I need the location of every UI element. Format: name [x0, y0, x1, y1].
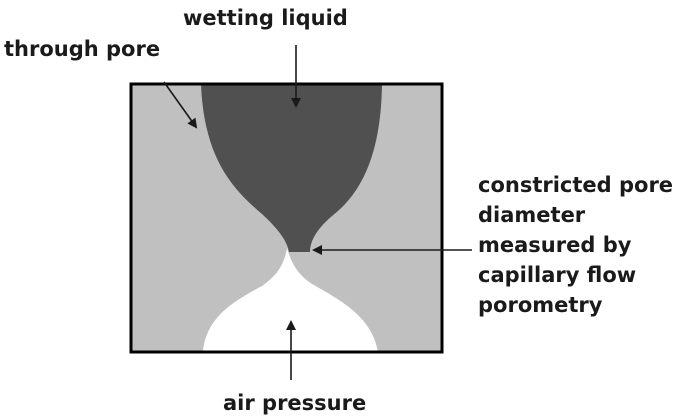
through-pore-label: through pore — [4, 37, 160, 61]
air-region — [203, 248, 378, 352]
wetting-liquid-region — [201, 84, 382, 252]
constricted-pore-label-line1: constricted pore — [478, 173, 673, 197]
constricted-pore-label-line5: porometry — [478, 293, 603, 317]
air-pressure-label: air pressure — [223, 391, 366, 415]
constricted-pore-label-line2: diameter — [478, 203, 586, 227]
through-pore-arrow — [163, 81, 198, 129]
constricted-pore-label-line3: measured by — [478, 233, 632, 257]
wetting-liquid-label: wetting liquid — [183, 6, 348, 30]
sample-outline — [129, 82, 444, 354]
constricted-pore-label-line4: capillary flow — [478, 263, 636, 287]
